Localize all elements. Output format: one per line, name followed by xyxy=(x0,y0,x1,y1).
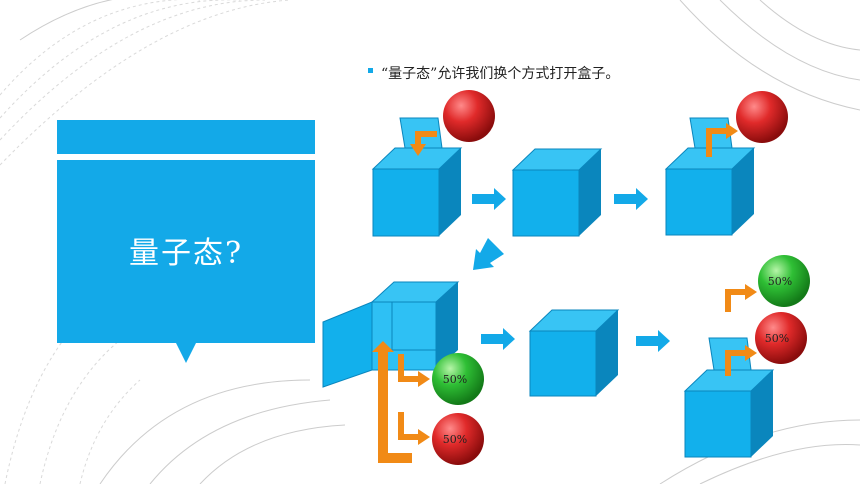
cube-closed-1 xyxy=(511,148,603,237)
orange-arrows-superposition xyxy=(372,341,430,463)
percent-label: 50% xyxy=(443,373,467,386)
percent-label: 50% xyxy=(768,275,792,288)
title-accent-bar xyxy=(57,120,315,154)
green-ball xyxy=(758,255,810,307)
cube-open-lid-3 xyxy=(683,337,775,458)
arrow-right-4 xyxy=(636,330,670,352)
red-ball xyxy=(443,90,495,142)
arrow-down-left xyxy=(473,238,504,270)
bullet-marker xyxy=(368,68,373,73)
cube-closed-2 xyxy=(528,309,620,397)
red-ball xyxy=(736,91,788,143)
red-ball xyxy=(432,413,484,465)
arrow-right-2 xyxy=(614,188,648,210)
percent-label: 50% xyxy=(765,332,789,345)
cube-open-lid-1 xyxy=(371,117,463,237)
bullet-text: “量子态”允许我们换个方式打开盒子。 xyxy=(381,66,620,82)
cube-open-lid-2 xyxy=(664,117,756,236)
orange-arrow-into-box xyxy=(410,131,437,156)
title-box: 量子态? xyxy=(57,160,315,343)
arrow-right-1 xyxy=(472,188,506,210)
arrow-right-3 xyxy=(481,328,515,350)
orange-arrows-two-outcomes xyxy=(725,284,757,376)
title-box-pointer xyxy=(176,343,196,363)
green-ball xyxy=(432,353,484,405)
red-ball xyxy=(755,312,807,364)
orange-arrow-out-of-box xyxy=(706,123,738,157)
percent-label: 50% xyxy=(443,433,467,446)
slide-title: 量子态? xyxy=(128,236,244,271)
